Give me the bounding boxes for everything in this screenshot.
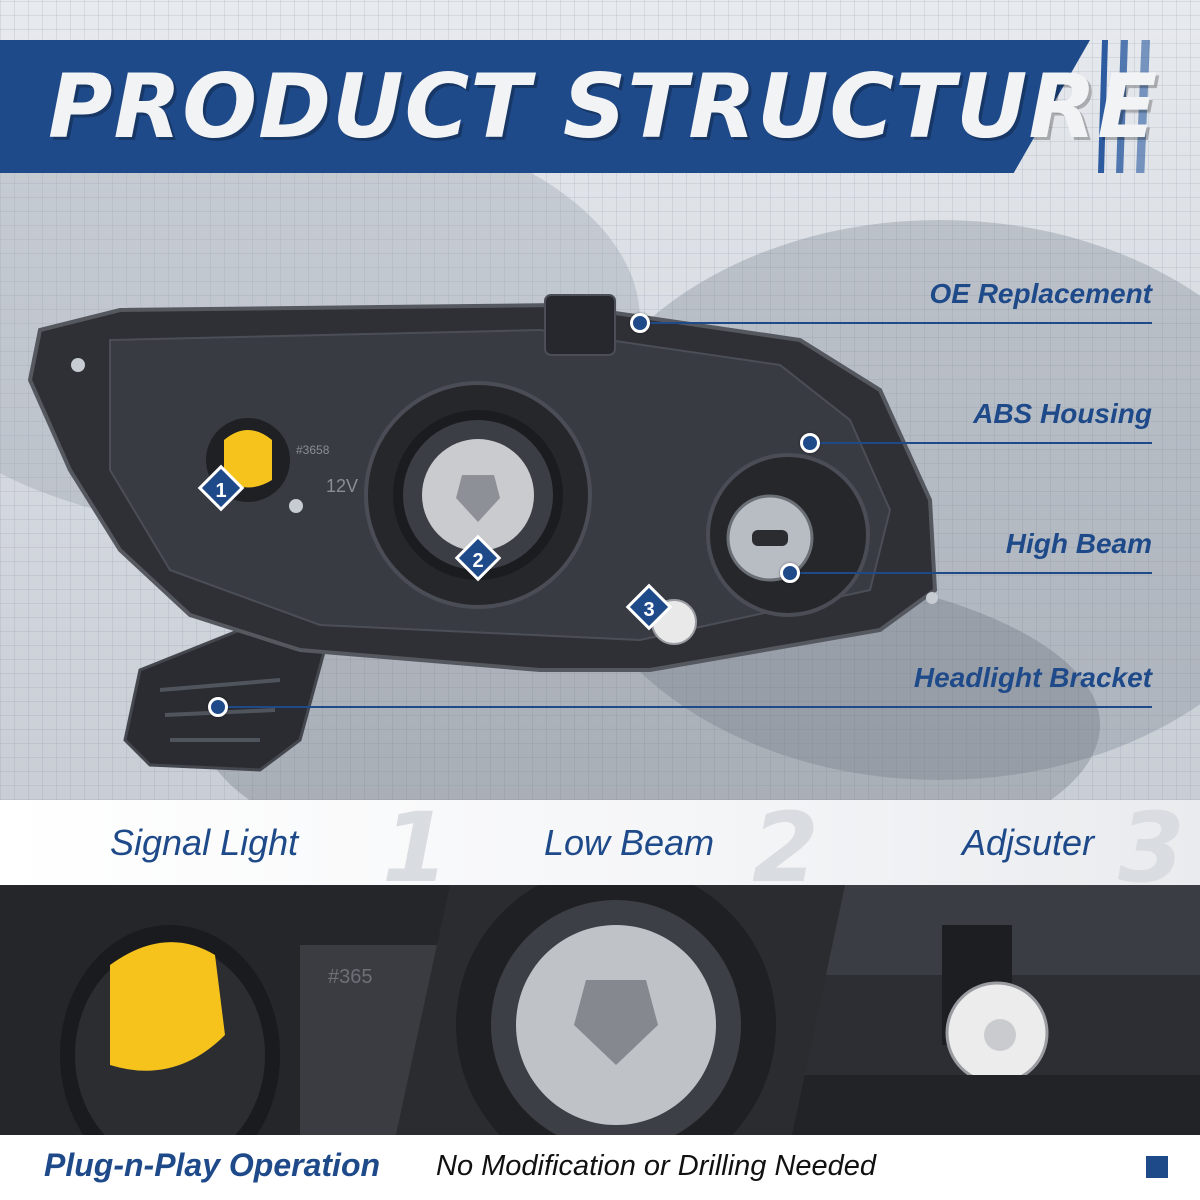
diamond-marker-icon: 1: [197, 464, 245, 512]
callout-label-oe-replacement: OE Replacement: [929, 278, 1152, 309]
socket-part-code: #3658: [296, 443, 330, 457]
feature-number: 1: [382, 792, 449, 904]
footer-subtext: No Modification or Drilling Needed: [436, 1150, 877, 1182]
diamond-marker-icon: 3: [625, 583, 673, 631]
adjuster-photo: [792, 885, 1200, 1135]
hero-section: PRODUCT STRUCTURE #3658 12V: [0, 0, 1200, 800]
feature-number: 2: [752, 792, 819, 904]
callout-label-abs-housing: ABS Housing: [973, 398, 1152, 429]
svg-text:3: 3: [643, 599, 654, 621]
bulb-voltage-mark: 12V: [326, 476, 358, 496]
banner-stripe: [1098, 40, 1108, 173]
signal-light-photo-art: #365: [0, 885, 450, 1135]
callout-dot-icon: [208, 697, 228, 717]
feature-label-adjuster: Adjsuter: [962, 822, 1095, 863]
feature-label-band: 1 Signal Light 2 Low Beam 3 Adjsuter: [0, 800, 1200, 896]
adjuster-photo-art: [792, 885, 1200, 1135]
callout-line: [810, 442, 1152, 444]
callout-line: [790, 572, 1152, 574]
housing-top-tab: [544, 294, 616, 356]
signal-light-yellow-cap: [110, 942, 225, 1071]
footer-headline: Plug-n-Play Operation: [44, 1147, 381, 1183]
callout-line: [640, 322, 1152, 324]
callout-dot-icon: [630, 313, 650, 333]
screw-icon: [926, 592, 938, 604]
screw-icon: [71, 358, 85, 372]
detail-photo-panels: #365: [0, 885, 1200, 1135]
svg-text:2: 2: [472, 550, 483, 572]
signal-light-cap: [224, 430, 272, 488]
low-beam-socket-key-shape: [574, 980, 658, 1065]
signal-light-photo: #365: [0, 885, 450, 1135]
panel-part-code: #365: [328, 966, 373, 988]
low-beam-photo: [396, 885, 846, 1135]
title-banner: [0, 40, 1090, 173]
feature-label-low-beam: Low Beam: [544, 822, 715, 863]
high-beam-socket-slot: [752, 530, 788, 546]
diamond-marker-icon: 2: [454, 534, 502, 582]
screw-icon: [289, 499, 303, 513]
callout-label-headlight-bracket: Headlight Bracket: [913, 662, 1152, 693]
callout-label-high-beam: High Beam: [1005, 528, 1152, 559]
low-beam-photo-art: [396, 885, 846, 1135]
callout-dot-icon: [800, 433, 820, 453]
callout-dot-icon: [780, 563, 800, 583]
page-title: PRODUCT STRUCTURE: [48, 55, 1159, 158]
footer: Plug-n-Play Operation No Modification or…: [0, 1135, 1200, 1200]
feature-number: 3: [1118, 792, 1185, 904]
svg-text:1: 1: [215, 480, 226, 502]
callout-line: [218, 706, 1152, 708]
feature-label-signal-light: Signal Light: [110, 822, 299, 863]
footer-square-icon: [1146, 1156, 1168, 1178]
low-beam-socket-key: [456, 475, 500, 522]
